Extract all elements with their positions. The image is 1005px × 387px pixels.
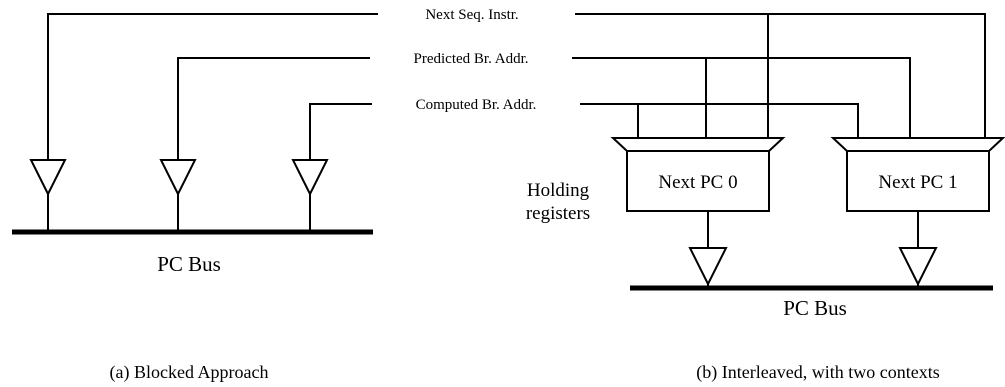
next-pc-1-label: Next PC 1 <box>878 172 957 193</box>
next-pc-0-register: Next PC 0 <box>610 137 786 288</box>
pc-bus-right-label: PC Bus <box>783 296 847 320</box>
next-pc-1-register: Next PC 1 <box>830 137 1005 288</box>
blocked-buffer-3 <box>291 159 329 232</box>
pc0-output-buffer <box>688 247 728 287</box>
mux-1 <box>830 137 1005 152</box>
caption-a: (a) Blocked Approach <box>110 362 269 383</box>
holding-registers-label-line2: registers <box>526 203 590 224</box>
predicted-label: Predicted Br. Addr. <box>414 51 529 67</box>
blocked-buffer-2 <box>159 159 197 232</box>
mux-0 <box>610 137 786 152</box>
next-pc-0-label: Next PC 0 <box>658 172 737 193</box>
pc-bus-left-label: PC Bus <box>157 252 221 276</box>
predicted-wire <box>177 57 911 160</box>
next-seq-wire <box>47 13 986 190</box>
computed-wire <box>309 103 859 160</box>
caption-b: (b) Interleaved, with two contexts <box>696 362 939 383</box>
next-seq-label: Next Seq. Instr. <box>425 7 518 23</box>
pc1-output-buffer <box>898 247 938 287</box>
blocked-buffer-1 <box>29 159 67 232</box>
holding-registers-label-line1: Holding <box>527 180 590 201</box>
computed-label: Computed Br. Addr. <box>416 97 537 113</box>
